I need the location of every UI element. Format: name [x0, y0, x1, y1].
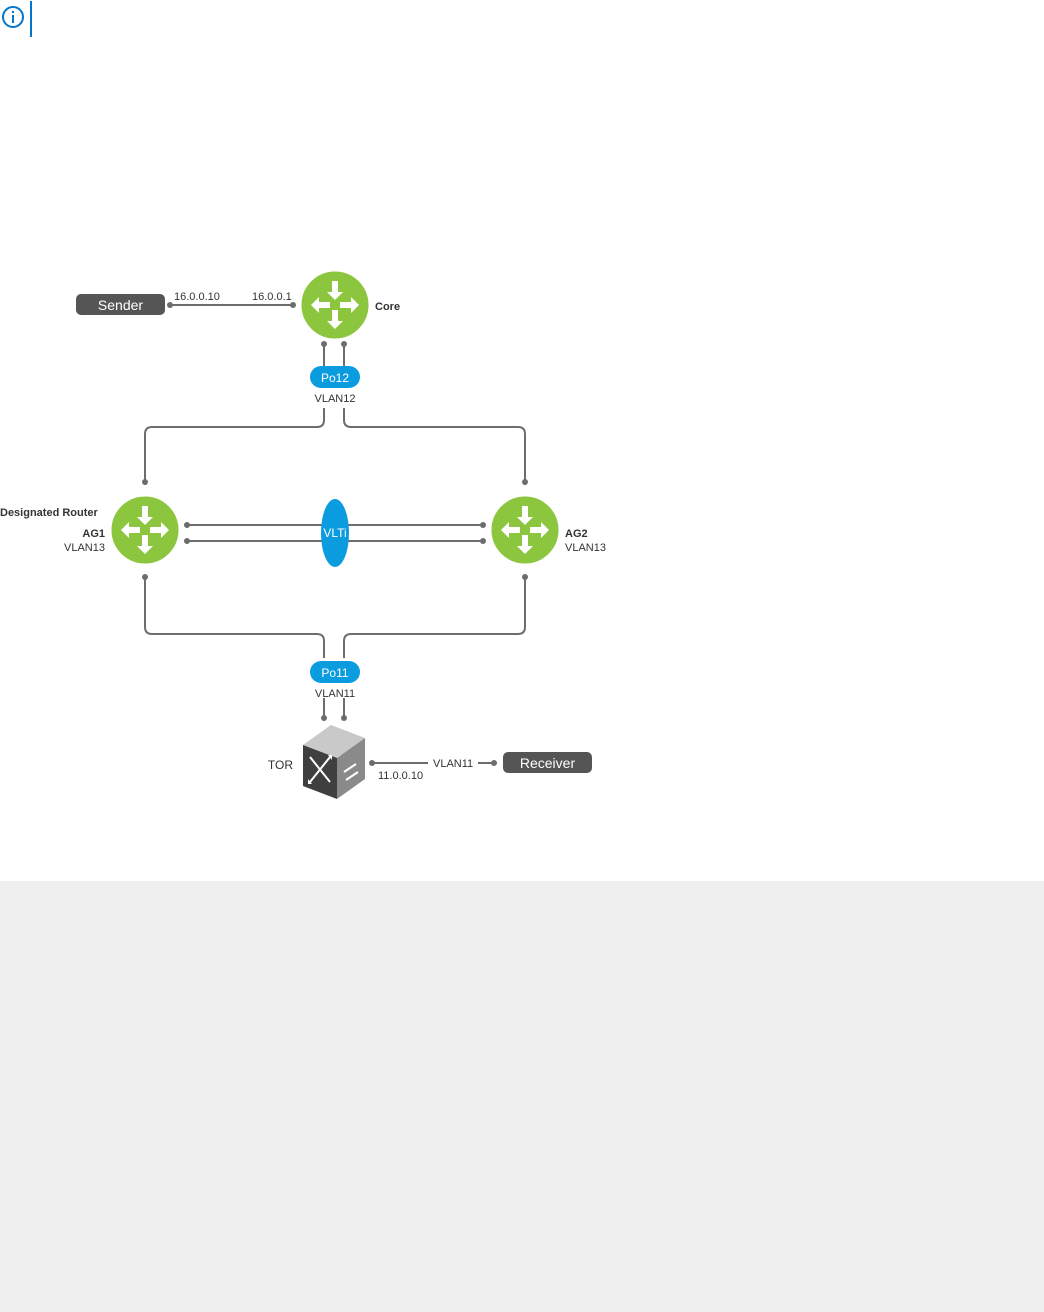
po11-label: Po11 [321, 666, 348, 680]
tor-label: TOR [268, 758, 293, 772]
ag2-router-icon [490, 495, 560, 565]
network-topology-diagram: Sender 16.0.0.10 16.0.0.1 Core Po12 VLAN… [0, 270, 606, 799]
tor-ip-label: 11.0.0.10 [378, 770, 423, 782]
code-sample-panel [0, 881, 1044, 1312]
po12-port-channel: Po12 [310, 366, 360, 388]
tor-switch-icon [303, 725, 365, 799]
po12-label: Po12 [321, 371, 349, 385]
ag1-label: AG1 [82, 528, 105, 540]
ag1-router-icon [110, 495, 180, 565]
po11-vlan-label: VLAN11 [315, 688, 355, 700]
info-icon [2, 1, 32, 37]
core-router-icon [300, 270, 370, 340]
ag2-label: AG2 [565, 528, 588, 540]
ag1-vlan-label: VLAN13 [64, 542, 105, 554]
vlti-label: VLTi [323, 526, 346, 540]
sender-host: Sender [76, 294, 165, 315]
core-ip-label: 16.0.0.1 [252, 291, 292, 303]
receiver-host: Receiver [503, 752, 592, 773]
po11-port-channel: Po11 [310, 661, 360, 683]
receiver-vlan-label: VLAN11 [433, 758, 473, 770]
link-ag1-po11 [144, 575, 325, 658]
link-po12-ag1 [144, 408, 325, 485]
designated-router-label: Designated Router [0, 507, 99, 519]
sender-label: Sender [98, 297, 143, 313]
ag2-vlan-label: VLAN13 [565, 542, 606, 554]
link-po12-ag2 [343, 408, 526, 485]
vlti-interconnect: VLTi [321, 499, 349, 567]
sender-ip-label: 16.0.0.10 [174, 291, 220, 303]
connection-lines [144, 304, 526, 764]
link-ag2-po11 [343, 575, 526, 658]
po12-vlan-label: VLAN12 [315, 393, 356, 405]
core-label: Core [375, 301, 400, 313]
receiver-label: Receiver [520, 755, 576, 771]
link-endpoints [142, 302, 528, 766]
